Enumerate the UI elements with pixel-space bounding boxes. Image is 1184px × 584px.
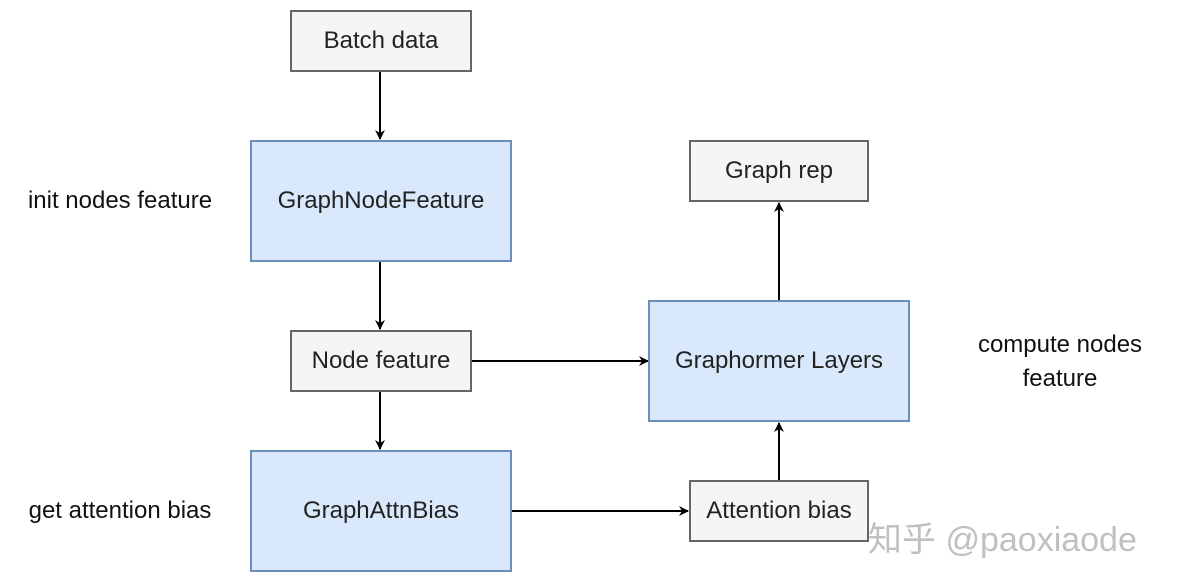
init-nodes-feature-label: init nodes feature — [27, 187, 213, 214]
node-feature-node: Node feature — [290, 330, 472, 392]
compute-nodes-feature-label: compute nodes feature — [950, 328, 1170, 396]
graph-node-feature-node: GraphNodeFeature — [250, 140, 512, 262]
batch-data-node: Batch data — [290, 10, 472, 72]
graphormer-layers-node: Graphormer Layers — [648, 300, 910, 422]
compute-nodes-feature-line2: feature — [1022, 365, 1098, 392]
compute-nodes-feature-line1: compute nodes — [977, 331, 1143, 358]
graph-rep-node: Graph rep — [689, 140, 869, 202]
graph-attn-bias-node: GraphAttnBias — [250, 450, 512, 572]
attention-bias-node: Attention bias — [689, 480, 869, 542]
watermark: 知乎 @paoxiaode — [868, 521, 1137, 559]
get-attention-bias-label: get attention bias — [28, 497, 212, 524]
